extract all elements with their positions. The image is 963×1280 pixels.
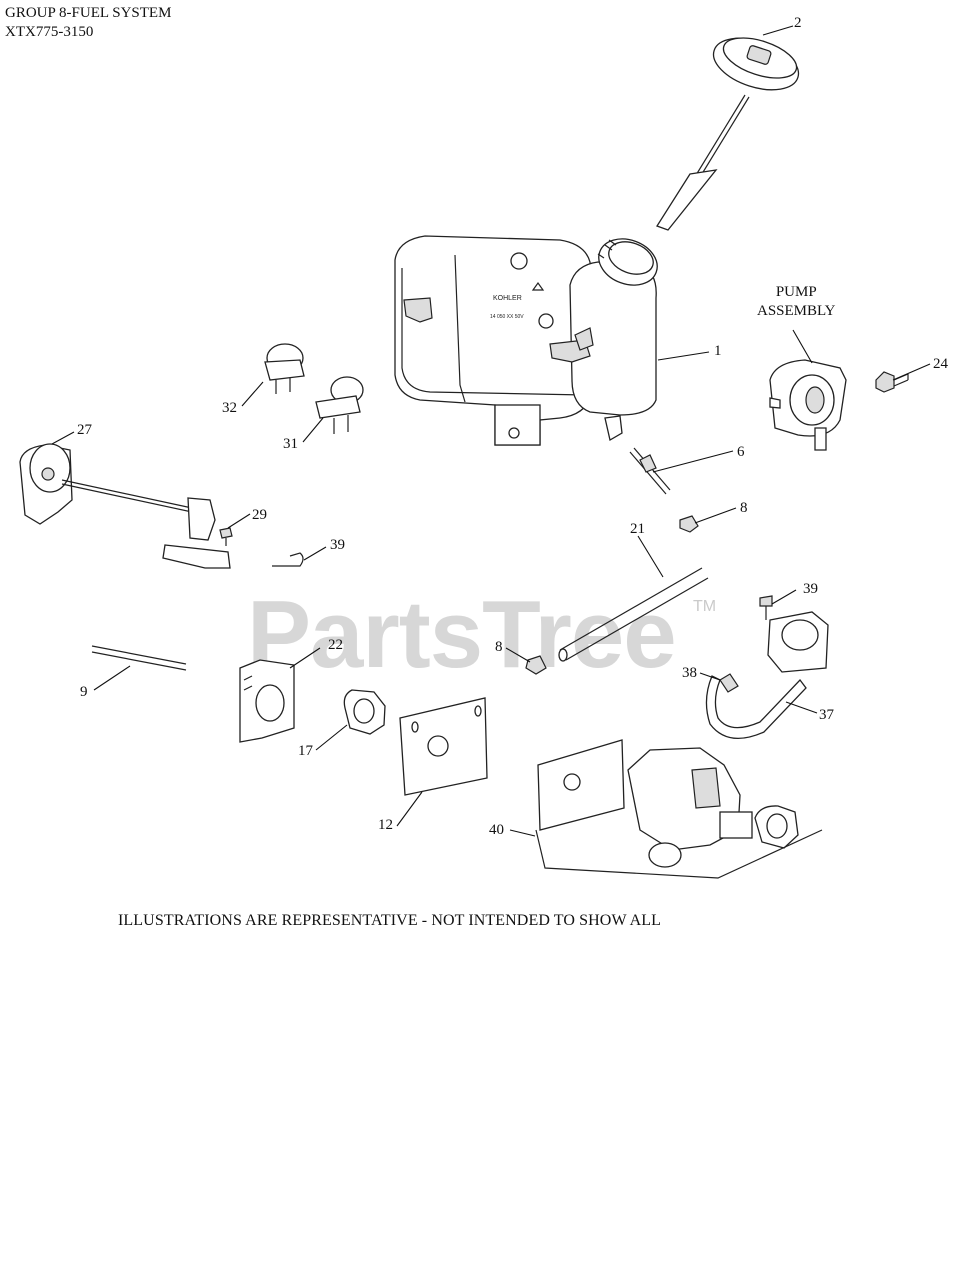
callout-22[interactable]: 22 [328, 637, 343, 653]
callout-27[interactable]: 27 [77, 422, 92, 438]
part-fuel-tank[interactable]: KOHLER 14 050 XX 50V [394, 231, 664, 446]
callout-31[interactable]: 31 [283, 436, 298, 452]
callout-37[interactable]: 37 [819, 707, 834, 723]
part-clip-36[interactable] [272, 552, 304, 567]
callout-39[interactable]: 39 [803, 581, 818, 597]
pump-assembly-line2: ASSEMBLY [757, 303, 836, 319]
part-rod-9[interactable] [91, 645, 187, 671]
callout-40[interactable]: 40 [489, 822, 504, 838]
callout-36[interactable]: 39 [330, 537, 345, 553]
part-gasket-17[interactable] [343, 689, 386, 735]
part-fuel-fitting[interactable] [629, 447, 671, 495]
pump-assembly-line1: PUMP [775, 284, 817, 300]
part-spacer-22[interactable] [239, 659, 295, 743]
part-bracket-32[interactable] [264, 343, 305, 394]
diagram-title: GROUP 8-FUEL SYSTEM [5, 5, 172, 21]
callout-24[interactable]: 24 [933, 356, 948, 372]
callout-12[interactable]: 12 [378, 817, 393, 833]
part-bracket-31[interactable] [315, 376, 364, 434]
callout-1[interactable]: 1 [714, 343, 722, 359]
part-fuel-shutoff-valve[interactable] [19, 443, 231, 569]
tank-code: 14 050 XX 50V [490, 314, 524, 320]
part-plate-12[interactable] [399, 697, 488, 796]
part-clamp-upper[interactable] [679, 515, 699, 533]
callout-17[interactable]: 17 [298, 743, 313, 759]
tank-brand: KOHLER [493, 295, 522, 302]
part-clamp-lower[interactable] [525, 655, 547, 675]
callout-8-upper[interactable]: 8 [740, 500, 748, 516]
part-clamp-38[interactable] [719, 673, 739, 693]
leader-lines [51, 25, 931, 837]
callout-6[interactable]: 6 [737, 444, 745, 460]
watermark-brand: PartsTree [247, 581, 677, 688]
part-fuel-pump-assembly[interactable] [769, 359, 847, 451]
callout-29[interactable]: 29 [252, 507, 267, 523]
part-carburetor-kit[interactable] [535, 739, 823, 879]
part-pump-body[interactable] [705, 595, 829, 739]
callout-21[interactable]: 21 [630, 521, 645, 537]
part-fuel-hose[interactable] [558, 567, 709, 662]
callout-32[interactable]: 32 [222, 400, 237, 416]
callout-2[interactable]: 2 [794, 15, 802, 31]
callout-8-lower[interactable]: 8 [495, 639, 503, 655]
model-number: XTX775-3150 [5, 24, 94, 40]
part-fuel-cap[interactable] [656, 29, 805, 231]
pump-assembly-label: PUMP ASSEMBLY [757, 283, 836, 321]
disclaimer-note: ILLUSTRATIONS ARE REPRESENTATIVE - NOT I… [118, 912, 661, 929]
callout-38[interactable]: 38 [682, 665, 697, 681]
callout-9[interactable]: 9 [80, 684, 88, 700]
part-screw-29[interactable] [219, 527, 233, 546]
watermark-trademark: TM [693, 598, 717, 615]
